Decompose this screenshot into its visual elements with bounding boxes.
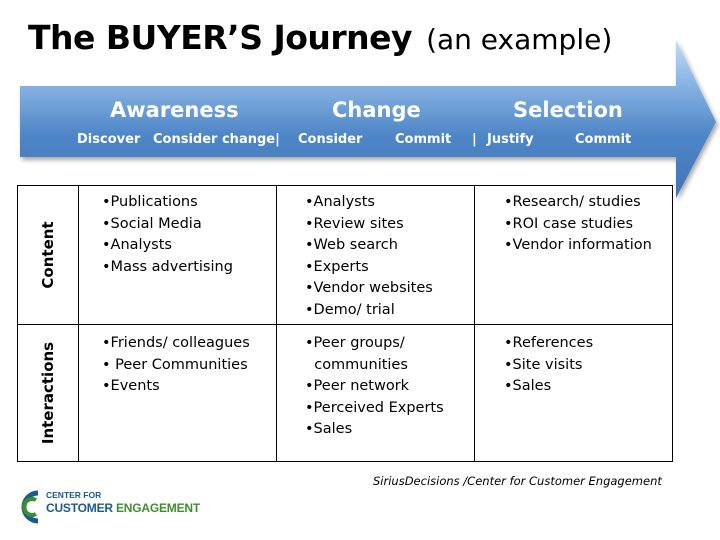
list-item: •Experts (305, 258, 369, 275)
list-item: •Vendor information (504, 237, 652, 253)
substep-consider-change: Consider change| (153, 132, 280, 147)
list-item: •Research/ studies (504, 194, 641, 210)
substep-separator: | (472, 132, 477, 147)
slide-title: The BUYER’S Journey (an example) (28, 18, 612, 57)
row-content: Content •Publications •Social Media •Ana… (17, 185, 673, 325)
logo-text-customer: CUSTOMER (46, 501, 113, 515)
content-awareness-cell: •Publications •Social Media •Analysts •M… (78, 185, 277, 325)
list-item: communities (305, 356, 408, 373)
row-label-cell: Interactions (17, 324, 79, 462)
list-item: •Perceived Experts (305, 399, 444, 416)
list-item: •Events (102, 378, 160, 394)
source-credit: SiriusDecisions /Center for Customer Eng… (373, 474, 662, 488)
list-item: •Friends/ colleagues (102, 335, 250, 351)
title-subtitle: (an example) (426, 23, 613, 56)
list-item: •Sales (305, 421, 353, 437)
substep-discover: Discover (77, 132, 141, 147)
content-selection-cell: •Research/ studies •ROI case studies •Ve… (474, 185, 673, 325)
list-item: •Peer network (305, 378, 410, 394)
interactions-awareness-list: •Friends/ colleagues • Peer Communities … (79, 325, 276, 398)
title-main: The BUYER’S Journey (28, 18, 413, 57)
list-item: • Peer Communities (102, 356, 248, 373)
interactions-selection-cell: •References •Site visits •Sales (474, 324, 673, 462)
content-selection-list: •Research/ studies •ROI case studies •Ve… (475, 186, 672, 257)
list-item: •References (504, 335, 594, 351)
list-item: •Peer groups/ (305, 335, 405, 351)
center-for-customer-engagement-logo: CENTER FOR CUSTOMER ENGAGEMENT (16, 487, 200, 527)
interactions-awareness-cell: •Friends/ colleagues • Peer Communities … (78, 324, 277, 462)
logo-text-engagement: ENGAGEMENT (116, 501, 201, 515)
list-item: •Vendor websites (305, 280, 433, 296)
phase-selection: Selection (513, 98, 623, 122)
list-item: •Demo/ trial (305, 301, 395, 318)
list-item: •Analysts (102, 237, 172, 253)
list-item: •Mass advertising (102, 258, 233, 275)
journey-table: Content •Publications •Social Media •Ana… (17, 185, 673, 462)
row-label-interactions: Interactions (39, 341, 57, 445)
interactions-selection-list: •References •Site visits •Sales (475, 325, 672, 398)
content-change-list: •Analysts •Review sites •Web search •Exp… (277, 186, 474, 321)
content-awareness-list: •Publications •Social Media •Analysts •M… (79, 186, 276, 278)
substep-commit: Commit (395, 132, 452, 147)
list-item: •Web search (305, 237, 398, 253)
row-interactions: Interactions •Friends/ colleagues • Peer… (17, 324, 673, 462)
list-item: •Site visits (504, 356, 583, 373)
interactions-change-cell: •Peer groups/ communities •Peer network … (276, 324, 475, 462)
interactions-change-list: •Peer groups/ communities •Peer network … (277, 325, 474, 441)
list-item: •ROI case studies (504, 215, 634, 232)
list-item: •Publications (102, 194, 198, 210)
logo-mark-icon (21, 490, 39, 524)
logo-text-main: CUSTOMER ENGAGEMENT (46, 501, 200, 515)
row-label-content: Content (39, 221, 57, 289)
logo-text-center-for: CENTER FOR (46, 490, 102, 500)
list-item: •Social Media (102, 215, 202, 232)
list-item: •Analysts (305, 194, 375, 210)
list-item: •Review sites (305, 215, 404, 232)
substep-consider: Consider (298, 132, 363, 147)
substep-justify: Justify (487, 132, 534, 147)
content-change-cell: •Analysts •Review sites •Web search •Exp… (276, 185, 475, 325)
list-item: •Sales (504, 378, 552, 394)
phase-awareness: Awareness (110, 98, 239, 122)
arrow-shape (20, 40, 716, 198)
substep-commit-final: Commit (575, 132, 632, 147)
phase-change: Change (332, 98, 421, 122)
journey-arrow (20, 40, 716, 198)
row-label-cell: Content (17, 185, 79, 325)
